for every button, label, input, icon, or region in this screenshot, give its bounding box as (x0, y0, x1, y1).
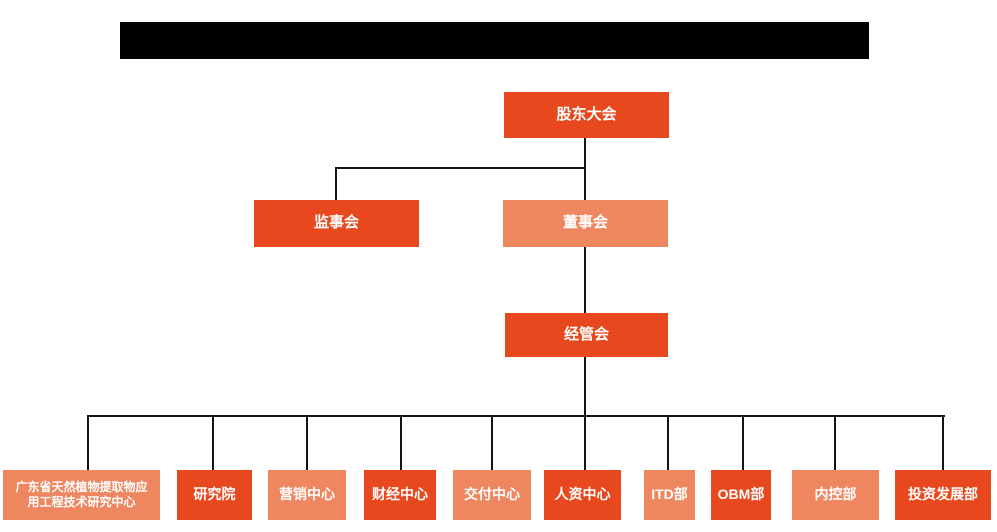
node-internal-control-dept: 内控部 (792, 470, 879, 520)
node-marketing-center: 营销中心 (268, 470, 346, 520)
connector-to-research-academy (212, 415, 214, 470)
node-finance-center: 财经中心 (364, 470, 436, 520)
node-research-academy: 研究院 (177, 470, 252, 520)
connector-directors-to-management (584, 247, 586, 313)
node-obm-dept: OBM部 (711, 470, 771, 520)
connector-to-internal-control-dept (834, 415, 836, 470)
connector-level2-horizontal (335, 167, 586, 169)
node-research-center: 广东省天然植物提取物应用工程技术研究中心 (3, 470, 160, 520)
connector-to-research-center (87, 415, 89, 470)
connector-level4-horizontal (87, 415, 945, 417)
node-management-committee: 经管会 (505, 313, 668, 357)
connector-shareholders-down (584, 138, 586, 200)
connector-to-itd-dept (667, 415, 669, 470)
connector-to-marketing-center (306, 415, 308, 470)
node-board-of-supervisors: 监事会 (254, 200, 419, 247)
connector-to-obm-dept (742, 415, 744, 470)
connector-to-finance-center (400, 415, 402, 470)
node-hr-center: 人资中心 (544, 470, 621, 520)
connector-to-supervisors (335, 167, 337, 200)
node-delivery-center: 交付中心 (453, 470, 531, 520)
node-investment-development-dept: 投资发展部 (895, 470, 991, 520)
node-board-of-directors: 董事会 (503, 200, 668, 247)
node-shareholders-meeting: 股东大会 (504, 92, 669, 138)
connector-management-down (584, 357, 586, 470)
redacted-title-bar (120, 22, 869, 59)
node-itd-dept: ITD部 (644, 470, 695, 520)
connector-to-investment-dept (942, 415, 944, 470)
connector-to-delivery-center (491, 415, 493, 470)
